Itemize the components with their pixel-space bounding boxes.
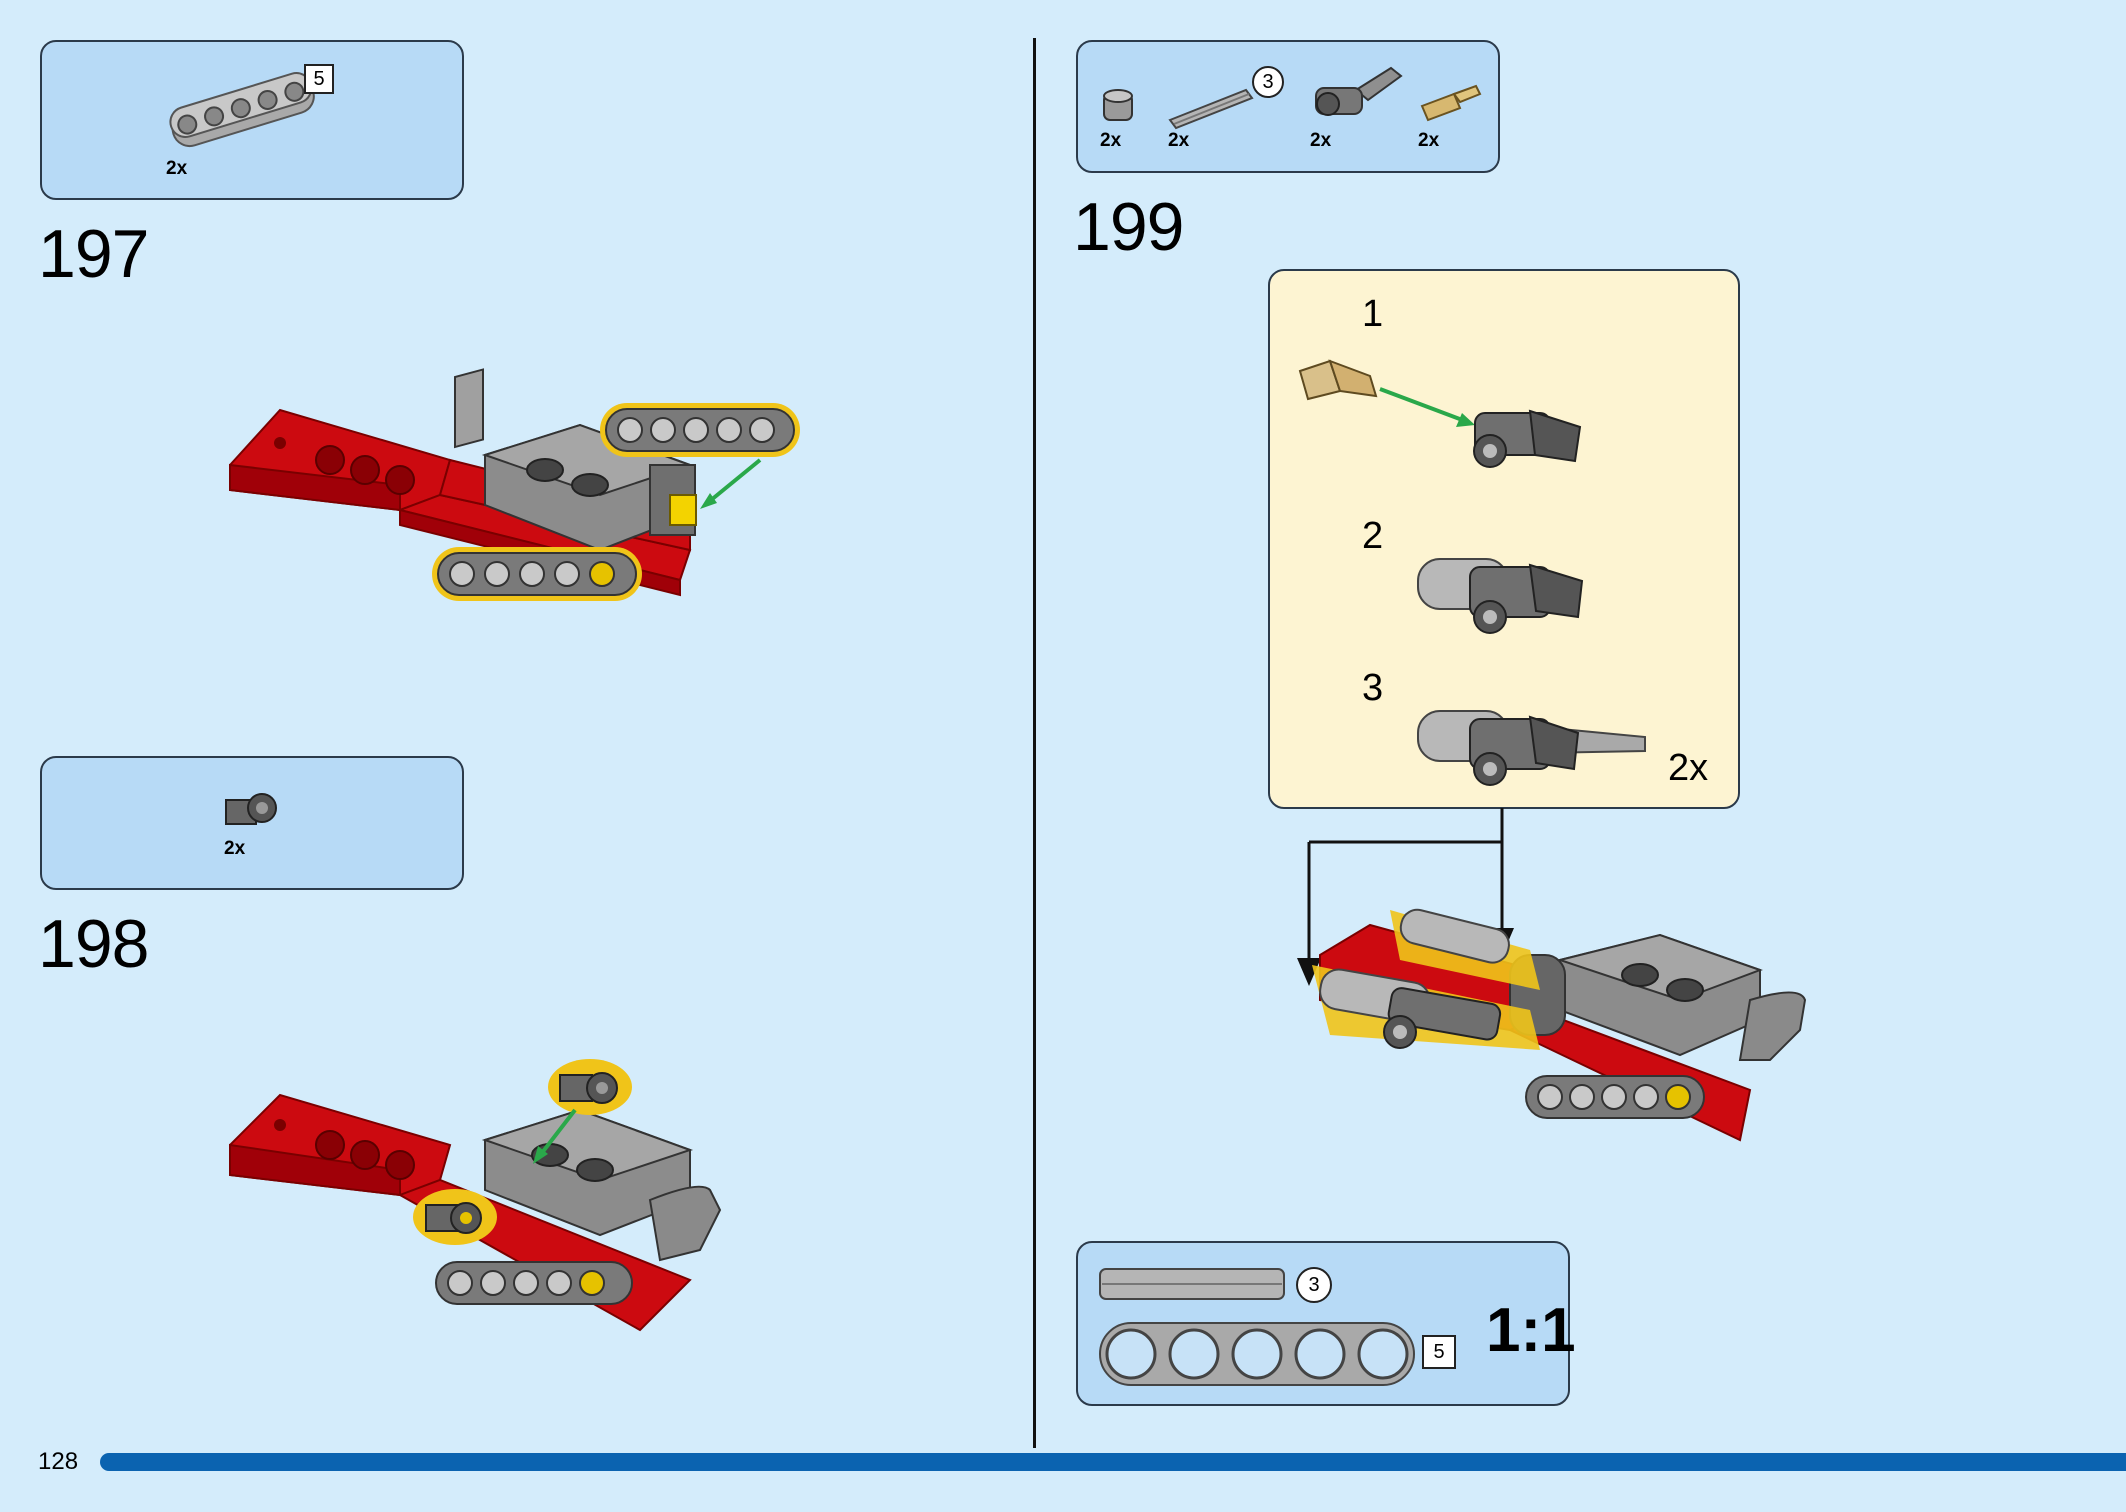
part-quantity: 2x — [1168, 130, 1190, 151]
page-number: 128 — [38, 1448, 79, 1475]
scale-reference-box: 3 5 1:1 — [1076, 1241, 1576, 1406]
part-quantity: 2x — [166, 158, 188, 179]
assembly-illustration-198 — [229, 1059, 722, 1332]
beam-5-scale-icon — [1099, 1322, 1415, 1386]
axle-connector-icon — [225, 793, 277, 825]
page-divider — [1033, 38, 1036, 1448]
beam-5-icon — [169, 72, 315, 148]
parts-callout-199: 2x 3 2x 2x 2x — [1076, 40, 1500, 173]
substep-2-illustration — [1417, 558, 1584, 634]
parts-callout-198: 2x — [40, 756, 464, 890]
progress-bar — [100, 1453, 2126, 1471]
scale-axle-length: 3 — [1296, 1267, 1332, 1303]
step-number-198: 198 — [38, 906, 149, 982]
step-number-199: 199 — [1073, 189, 1184, 265]
length-label-3: 3 — [1252, 66, 1284, 98]
part-quantity: 2x — [1100, 130, 1122, 151]
substep-3-illustration — [1417, 710, 1646, 786]
part-quantity: 2x — [1310, 130, 1332, 151]
axle-3-scale-icon — [1099, 1268, 1285, 1300]
angle-connector-icon — [1315, 66, 1403, 116]
part-quantity: 2x — [1418, 130, 1440, 151]
part-quantity: 2x — [224, 838, 246, 859]
substep-1-illustration — [1298, 359, 1582, 468]
assembly-illustration-197 — [229, 368, 800, 601]
axle-3-icon — [1168, 88, 1254, 130]
parts-callout-197: 5 2x — [40, 40, 464, 200]
substep-label-2: 2 — [1362, 515, 1384, 557]
scale-beam-length: 5 — [1422, 1335, 1456, 1369]
scale-ratio-label: 1:1 — [1486, 1296, 1576, 1365]
subassembly-callout: 1 2 3 2x — [1268, 269, 1740, 809]
step-number-197: 197 — [38, 216, 149, 292]
substep-label-3: 3 — [1362, 667, 1384, 709]
assembly-illustration-199 — [1312, 908, 1807, 1142]
length-label-5: 5 — [304, 64, 334, 94]
substep-multiplier: 2x — [1668, 747, 1709, 789]
bush-icon — [1103, 89, 1133, 121]
axle-pin-icon — [1420, 84, 1482, 122]
substep-label-1: 1 — [1362, 293, 1384, 335]
